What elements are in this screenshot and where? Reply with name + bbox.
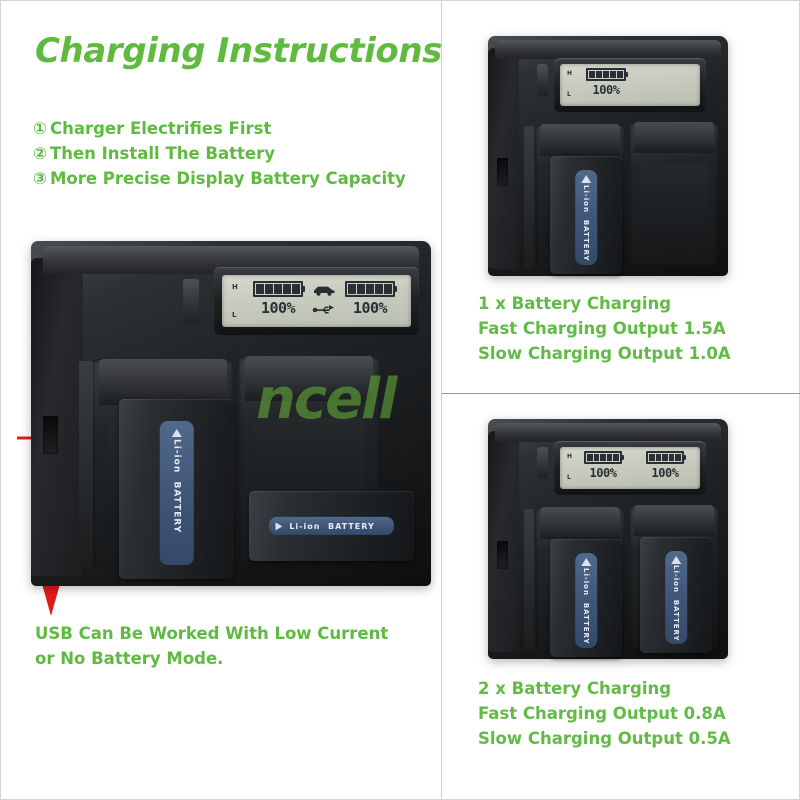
warning-triangle-icon [581,175,591,184]
battery-pack-left[interactable]: Li-ion BATTERY [550,539,622,657]
mode-button[interactable] [537,64,548,96]
lcd-right-readout: 100% [340,281,400,317]
charger-one-battery: H L 100% Li-ion BATTE [488,36,728,276]
caption-line-3: Slow Charging Output 0.5A [478,729,731,748]
bay-divider [524,509,534,651]
battery-level-icon [586,68,628,81]
mode-button[interactable] [183,279,199,323]
lcd-left-percent: 100% [260,299,296,317]
battery-level-icon [646,451,686,464]
lcd-high-label: H [567,453,573,460]
battery-label-text: Li-ion BATTERY [171,439,182,534]
lcd-left-readout: 100% [580,451,626,480]
usb-icon [312,305,334,314]
lcd-low-label: L [567,91,571,98]
warning-triangle-icon [275,522,283,530]
usb-note-line-1: USB Can Be Worked With Low Current [35,624,389,643]
step-text: Charger Electrifies First [49,119,272,138]
lcd-low-label: L [567,474,571,481]
mode-button[interactable] [537,447,548,479]
caption-line-1: 2 x Battery Charging [478,679,672,698]
lcd-hl-labels: H L [232,283,238,319]
caption-line-2: Fast Charging Output 0.8A [478,704,726,723]
lcd-frame: H L 100% [554,58,706,112]
lcd-high-label: H [232,283,238,291]
bay-divider [79,361,93,566]
lcd-left-readout: 100% [248,281,308,317]
battery-label: Li-ion BATTERY [575,553,597,648]
battery-label: Li-ion BATTERY [665,550,687,644]
car-icon [314,286,335,296]
battery-level-icon [253,281,305,297]
battery-pack-standing[interactable]: Li-ion BATTERY [550,156,622,274]
charger-two-batteries: H L 100% 100% [488,419,728,659]
usb-port[interactable] [497,158,508,186]
lcd-low-label: L [232,311,237,319]
caption-one-battery: 1 x Battery Charging Fast Charging Outpu… [478,291,731,366]
horizontal-divider [442,393,800,394]
battery-pack-right[interactable]: Li-ion BATTERY [640,537,712,653]
bay-divider [524,126,534,268]
caption-line-2: Fast Charging Output 1.5A [478,319,726,338]
warning-triangle-icon [171,428,182,437]
lcd-screen: H L 100% 100% [560,447,700,489]
lcd-screen: H L 100% [222,275,411,327]
warning-triangle-icon [581,558,591,567]
battery-label-text: Li-ion BATTERY [582,567,590,645]
main-charger-device: H L 100% [31,241,431,586]
lcd-hl-labels: H L [567,70,572,98]
step-number: ② [33,144,47,163]
lcd-right-percent: 100% [352,299,388,317]
usb-note: USB Can Be Worked With Low Current or No… [35,621,388,671]
lcd-frame: H L 100% 100% [554,441,706,495]
lcd-high-label: H [567,70,573,77]
lcd-mid-icons [310,284,338,316]
battery-label: Li-ion BATTERY [575,170,597,265]
caption-line-1: 1 x Battery Charging [478,294,672,313]
battery-level-icon [345,281,397,297]
battery-pack-standing[interactable]: Li-ion BATTERY [119,399,234,579]
lcd-right-readout: 100% [642,451,688,480]
usb-port[interactable] [43,416,58,454]
caption-two-batteries: 2 x Battery Charging Fast Charging Outpu… [478,676,731,751]
battery-level-icon [584,451,624,464]
step-text: More Precise Display Battery Capacity [49,169,406,188]
lcd-right-percent: 100% [651,466,679,480]
lcd-left-readout: 100% [582,68,630,97]
warning-triangle-icon [671,555,681,564]
lcd-left-percent: 100% [592,83,620,97]
battery-label-text: Li-ion BATTERY [672,565,680,643]
usb-port[interactable] [497,541,508,569]
page-title: Charging Instructions [35,31,443,71]
battery-bay-right[interactable] [630,122,718,265]
lcd-screen: H L 100% [560,64,700,106]
step-number: ① [33,119,47,138]
lcd-hl-labels: H L [567,453,572,481]
battery-pack-lying[interactable]: Li-ion BATTERY [249,491,414,561]
battery-label-text: Li-ion BATTERY [289,521,375,531]
lcd-frame: H L 100% [214,267,419,335]
battery-label: Li-ion BATTERY [159,420,194,565]
usb-note-line-2: or No Battery Mode. [35,649,224,668]
battery-label-text: Li-ion BATTERY [582,184,590,262]
caption-line-3: Slow Charging Output 1.0A [478,344,731,363]
step-number: ③ [33,169,47,188]
vertical-divider [441,1,442,800]
lcd-left-percent: 100% [589,466,617,480]
battery-label: Li-ion BATTERY [268,516,395,536]
step-text: Then Install The Battery [49,144,275,163]
